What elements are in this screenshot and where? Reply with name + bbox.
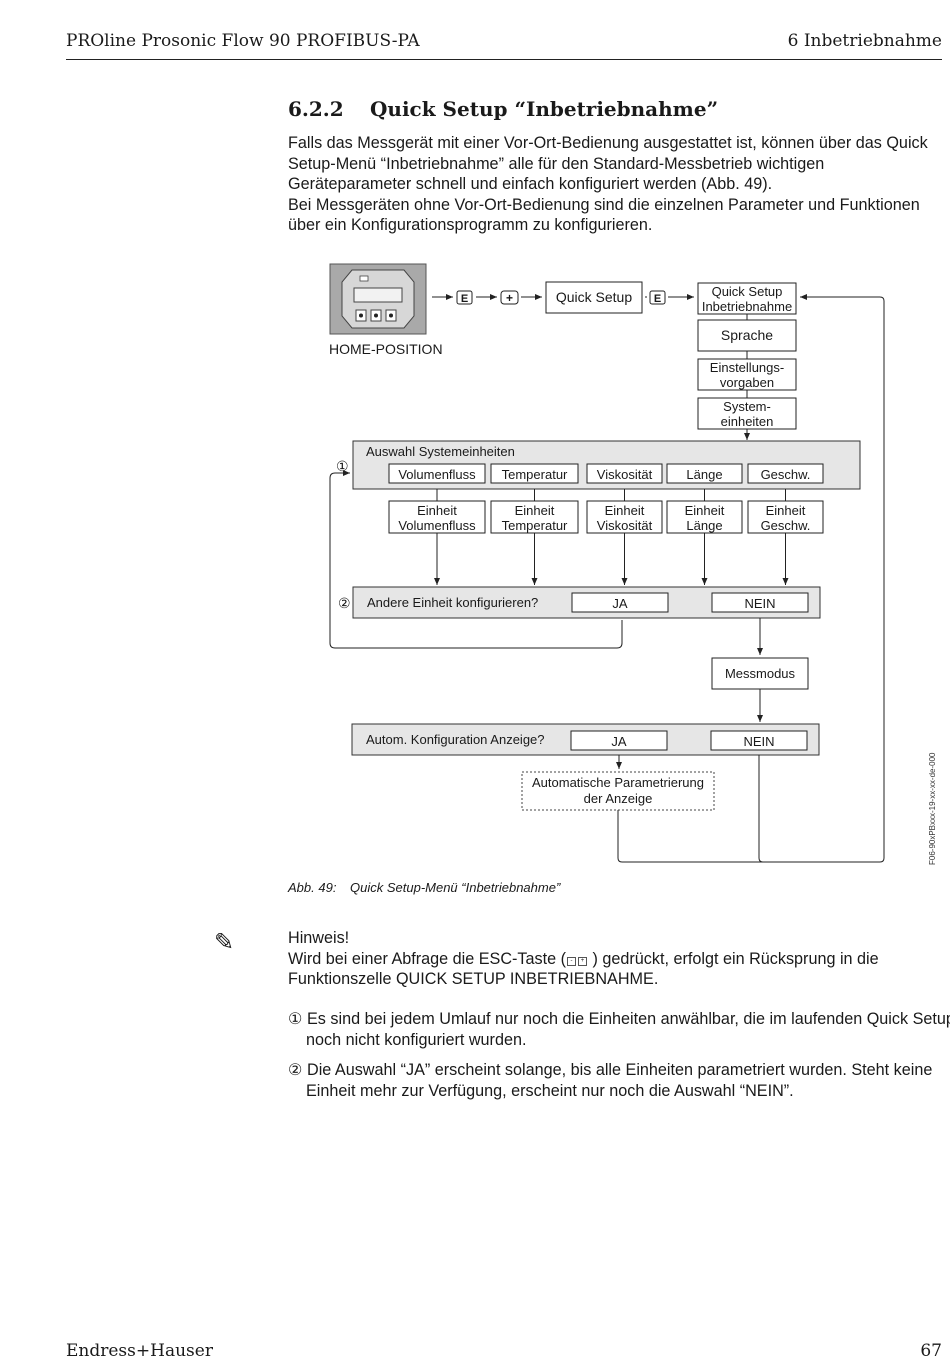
intro-paragraph-2: Bei Messgeräten ohne Vor-Ort-Bedienung s… (288, 195, 920, 235)
unit-choices: Volumenfluss Temperatur Viskosität Länge Ges… (388, 463, 824, 484)
svg-text:E: E (654, 293, 661, 305)
unit-detail-label: Volumenfluss (398, 518, 476, 533)
section-title: Quick Setup “Inbetriebnahme” (370, 97, 719, 121)
autom-title: Autom. Konfiguration Anzeige? (366, 732, 545, 747)
figure-caption: Abb. 49: Quick Setup-Menü “Inbetriebnahme… (288, 880, 560, 895)
auswahl-title: Auswahl Systemeinheiten (366, 444, 515, 459)
note-item-2: ② Die Auswahl “JA” erscheint solange, bi… (288, 1061, 933, 1100)
andere-title: Andere Einheit konfigurieren? (367, 595, 538, 610)
einstellungsvorgaben-box (697, 358, 797, 391)
esc-minus: - (567, 956, 577, 966)
caption-text: Quick Setup-Menü “Inbetriebnahme” (350, 880, 561, 895)
unit-detail-word: Einheit (605, 503, 645, 518)
running-header-chapter: 6 Inbetriebnahme (787, 31, 942, 51)
unit-detail-label: Geschw. (761, 518, 811, 533)
unit-detail-label: Temperatur (502, 518, 568, 533)
unit-choice-box (586, 463, 663, 484)
autom-ja-label: JA (611, 734, 627, 749)
andere-nein-box (711, 592, 809, 613)
unit-detail-box (388, 500, 486, 534)
messmodus-box (711, 657, 809, 690)
unit-details: EinheitVolumenflussEinheitTemperaturEinh… (388, 489, 824, 585)
qs-inbetriebnahme-box (697, 282, 797, 315)
unit-detail-label: Viskosität (597, 518, 653, 533)
autom-ja-box (570, 730, 668, 751)
figure-id: F06-90xPBxxx-19-xx-xx-de-000 (928, 752, 937, 865)
systemeinheiten-line1: System- (723, 399, 771, 414)
svg-text:E: E (461, 293, 468, 305)
header-rule (66, 59, 942, 60)
footer-page-number: 67 (920, 1341, 942, 1361)
section-number: 6.2.2 (288, 97, 344, 121)
caption-label: Abb. 49: (288, 880, 337, 895)
auto-parametrierung-line2: der Anzeige (584, 791, 653, 806)
systemeinheiten-line2: einheiten (721, 414, 774, 429)
unit-detail-word: Einheit (685, 503, 725, 518)
note-title: Hinweis! (288, 929, 350, 947)
pencil-icon: ✎ (214, 929, 235, 956)
unit-choice-label: Volumenfluss (398, 467, 476, 482)
esc-key-icon: -+ (566, 952, 588, 966)
home-position-label: HOME-POSITION (329, 341, 443, 357)
marker-2: ② (338, 595, 351, 611)
unit-detail-box (666, 500, 743, 534)
sprache-box (697, 319, 797, 352)
marker-1: ① (336, 458, 349, 474)
unit-detail-word: Einheit (515, 503, 555, 518)
note-item-1: ① Es sind bei jedem Umlauf nur noch die … (288, 1010, 950, 1049)
key-plus-icon: + (500, 290, 519, 305)
note-text: Wird bei einer Abfrage die ESC-Taste (-+… (288, 949, 948, 990)
note-block: Hinweis! Wird bei einer Abfrage die ESC-… (288, 928, 948, 990)
running-header-title: PROline Prosonic Flow 90 PROFIBUS-PA (66, 31, 420, 51)
unit-choice-box (666, 463, 743, 484)
unit-detail-box (586, 500, 663, 534)
einstellungsvorgaben-line1: Einstellungs- (710, 360, 784, 375)
auto-parametrierung-line1: Automatische Parametrierung (532, 775, 704, 790)
key-e-icon-2: E (649, 290, 666, 305)
intro-paragraph-1: Falls das Messgerät mit einer Vor-Ort-Be… (288, 134, 928, 193)
qs-inbetriebnahme-line1: Quick Setup (712, 284, 783, 299)
systemeinheiten-box (697, 397, 797, 430)
esc-plus: + (578, 956, 588, 966)
quick-setup-label: Quick Setup (556, 289, 632, 305)
autom-nein-box (710, 730, 808, 751)
device-display-icon (329, 263, 427, 335)
quick-setup-box (545, 281, 643, 314)
qs-inbetriebnahme-line2: Inbetriebnahme (702, 299, 792, 314)
einstellungsvorgaben-line2: vorgaben (720, 375, 774, 390)
andere-nein-label: NEIN (744, 596, 775, 611)
unit-choice-box (490, 463, 579, 484)
note-text-a: Wird bei einer Abfrage die ESC-Taste ( (288, 949, 567, 968)
andere-ja-box (571, 592, 669, 613)
unit-choice-box (747, 463, 824, 484)
svg-text:+: + (506, 291, 513, 305)
unit-choice-label: Viskosität (597, 467, 653, 482)
section-heading: 6.2.2 Quick Setup “Inbetriebnahme” (288, 97, 718, 121)
autom-nein-label: NEIN (743, 734, 774, 749)
intro-text: Falls das Messgerät mit einer Vor-Ort-Be… (288, 133, 948, 236)
unit-detail-word: Einheit (417, 503, 457, 518)
unit-detail-word: Einheit (766, 503, 806, 518)
footer-brand: Endress+Hauser (66, 1341, 213, 1361)
andere-ja-label: JA (612, 596, 628, 611)
unit-detail-label: Länge (686, 518, 722, 533)
messmodus-label: Messmodus (725, 666, 796, 681)
key-e-icon: E (456, 290, 473, 305)
note-text-b: ) gedrückt, erfolgt ein Rücksprung in di… (288, 949, 879, 989)
sprache-label: Sprache (721, 327, 773, 343)
unit-choice-label: Länge (686, 467, 722, 482)
unit-choice-label: Geschw. (761, 467, 811, 482)
unit-choice-label: Temperatur (502, 467, 568, 482)
unit-choice-box (388, 463, 486, 484)
quick-setup-flow-diagram: HOME-POSITION E + Quick Setup E Quick Se… (329, 263, 885, 863)
